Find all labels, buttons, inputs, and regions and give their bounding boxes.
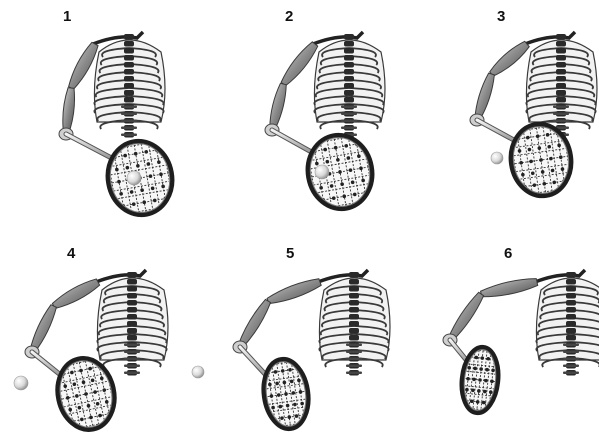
racket-icon xyxy=(240,347,313,432)
panel-6 xyxy=(443,270,599,415)
panel-4 xyxy=(14,270,168,434)
racket-icon xyxy=(66,134,178,220)
arm-icon xyxy=(265,42,318,136)
racket-icon xyxy=(450,340,501,415)
ball-icon xyxy=(315,165,329,179)
panel-2 xyxy=(265,32,385,214)
arm-icon xyxy=(443,279,538,346)
ball-icon xyxy=(491,152,503,164)
ball-icon xyxy=(127,171,141,185)
ball-icon xyxy=(192,366,204,378)
arm-icon xyxy=(25,279,100,358)
panel-1 xyxy=(59,32,178,220)
ball-icon xyxy=(14,376,28,390)
racket-icon xyxy=(32,352,121,434)
panel-5 xyxy=(192,270,390,432)
panel-3 xyxy=(470,32,597,200)
arm-icon xyxy=(233,279,321,353)
arm-icon xyxy=(470,41,529,126)
arm-icon xyxy=(59,42,98,140)
